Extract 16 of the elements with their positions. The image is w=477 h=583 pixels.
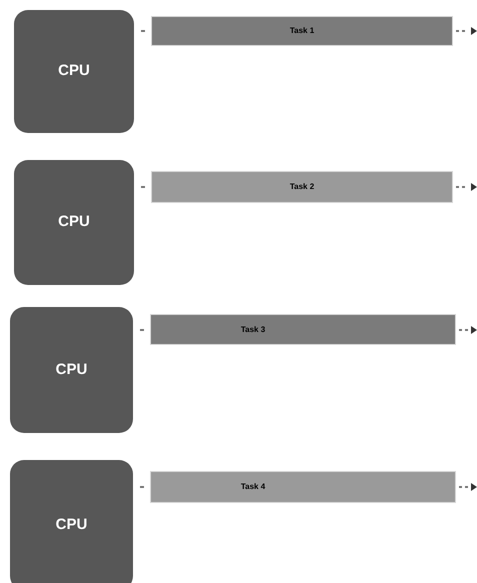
cpu-label: CPU [58,212,90,232]
cpu-label: CPU [56,360,88,380]
cpu-label: CPU [56,514,88,535]
task-label: Task 1 [290,25,314,37]
cpu-box [14,10,134,133]
cpu-box [10,460,133,583]
cpu-box [14,160,134,285]
task-bar [150,314,456,345]
task-bar [151,16,453,46]
task-bar [150,471,456,503]
task-label: Task 3 [240,324,266,336]
task-bar [151,171,453,203]
cpu-label: CPU [58,61,90,82]
task-label: Task 2 [290,181,314,193]
task-label: Task 4 [240,481,266,493]
cpu-box [10,307,133,433]
